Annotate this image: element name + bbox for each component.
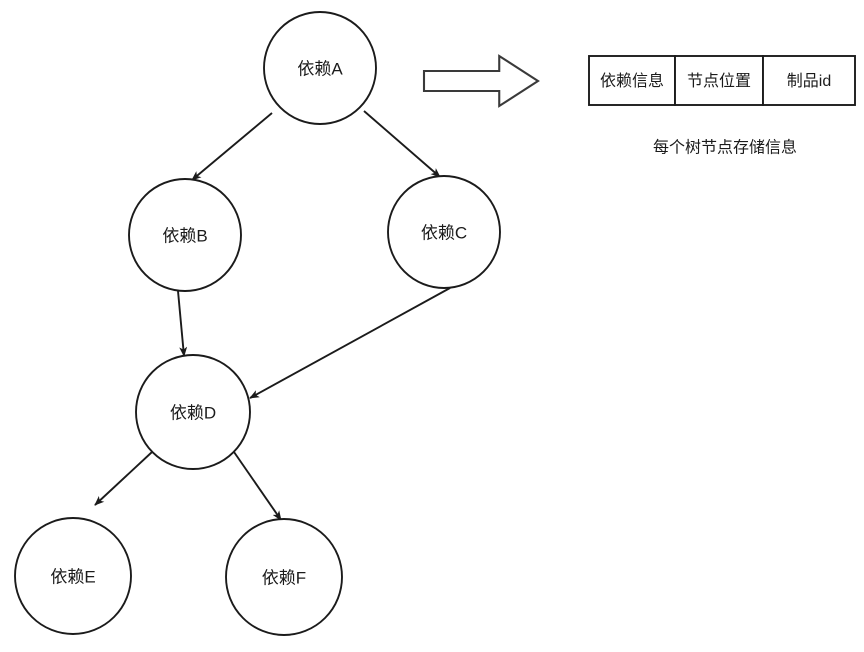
- node-label-d: 依赖D: [170, 404, 216, 423]
- record-table-caption: 每个树节点存储信息: [653, 139, 797, 157]
- node-label-e: 依赖E: [50, 568, 95, 587]
- table-cell-box-2: [762, 55, 856, 106]
- edges-group: [94, 110, 451, 521]
- node-label-a: 依赖A: [297, 60, 343, 79]
- node-circle-d[interactable]: [135, 354, 251, 470]
- node-c[interactable]: 依赖C: [387, 175, 501, 289]
- maps-to-arrow-shape: [422, 54, 540, 108]
- node-label-c: 依赖C: [421, 224, 467, 243]
- table-cell-label-1: 节点位置: [687, 72, 751, 90]
- nodes-group: 依赖A 依赖B 依赖C 依赖D 依赖E 依赖F: [14, 11, 501, 636]
- edge-c-to-d: [249, 287, 451, 399]
- node-f[interactable]: 依赖F: [225, 518, 343, 636]
- edge-b-to-d: [177, 290, 188, 357]
- node-circle-f[interactable]: [225, 518, 343, 636]
- node-circle-a[interactable]: [263, 11, 377, 125]
- table-cell-label-2: 制品id: [787, 72, 831, 90]
- node-label-f: 依赖F: [262, 569, 306, 588]
- node-label-b: 依赖B: [162, 227, 207, 246]
- node-b[interactable]: 依赖B: [128, 178, 242, 292]
- node-circle-b[interactable]: [128, 178, 242, 292]
- edge-d-to-e: [94, 451, 153, 506]
- maps-to-arrow: [422, 54, 540, 108]
- edge-a-to-b: [191, 112, 273, 181]
- node-e[interactable]: 依赖E: [14, 517, 132, 635]
- node-d[interactable]: 依赖D: [135, 354, 251, 470]
- table-cell-label-0: 依赖信息: [600, 72, 664, 90]
- node-circle-e[interactable]: [14, 517, 132, 635]
- edge-d-to-f: [233, 451, 282, 521]
- edge-a-to-c: [363, 110, 441, 178]
- table-cell: 制品id: [762, 55, 856, 106]
- table-cell-box-1: [674, 55, 764, 106]
- table-cell: 节点位置: [674, 55, 764, 106]
- node-a[interactable]: 依赖A: [263, 11, 377, 125]
- table-cell: 依赖信息: [588, 55, 676, 106]
- node-circle-c[interactable]: [387, 175, 501, 289]
- node-record-table: 依赖信息 节点位置 制品id: [588, 55, 856, 106]
